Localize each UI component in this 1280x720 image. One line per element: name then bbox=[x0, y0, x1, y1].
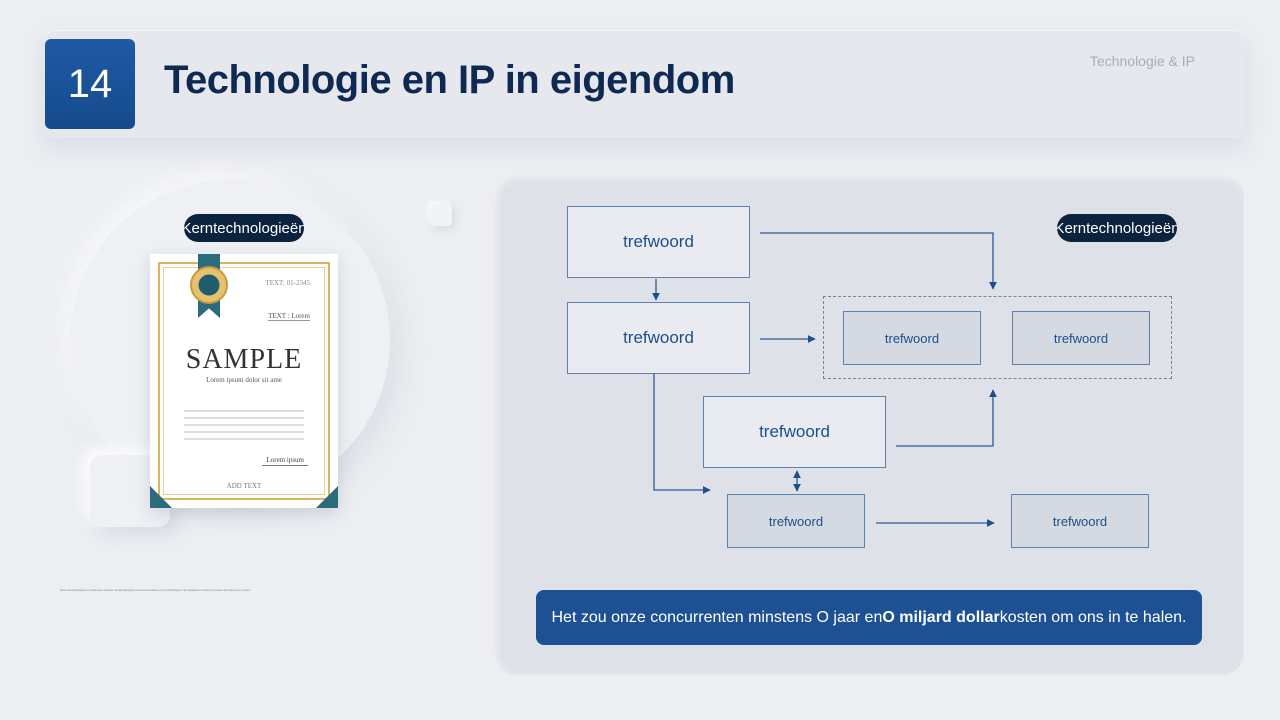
dashed-group-box bbox=[823, 296, 1172, 379]
certificate-sample-sub: Lorem ipsum dolor sit ame bbox=[206, 376, 282, 384]
decorative-square-small bbox=[430, 204, 452, 226]
certificate-text-sub: TEXT : Lorem bbox=[268, 312, 310, 321]
core-tech-pill-right: Kerntechnologieën bbox=[1057, 214, 1177, 242]
page-title: Technologie en IP in eigendom bbox=[164, 58, 735, 102]
keyword-box-1: trefwoord bbox=[567, 206, 750, 278]
slide-number: 14 bbox=[45, 39, 135, 129]
keyword-box-2: trefwoord bbox=[567, 302, 750, 374]
certificate-body-lines bbox=[184, 410, 304, 445]
banner-text-part1: Het zou onze concurrenten minstens O jaa… bbox=[551, 608, 883, 626]
banner-text-part2: kosten om ons in te halen. bbox=[999, 608, 1187, 626]
certificate-corner-right bbox=[316, 486, 338, 508]
tiny-caption: Bestuurde technologieën en intellectueel… bbox=[60, 589, 251, 592]
certificate-corner-left bbox=[150, 486, 172, 508]
summary-banner: Het zou onze concurrenten minstens O jaa… bbox=[536, 590, 1202, 645]
keyword-box-7: trefwoord bbox=[727, 494, 865, 548]
certificate-text-top: TEXT: 01-2345 bbox=[265, 279, 310, 287]
certificate-add-text: ADD TEXT bbox=[226, 482, 262, 490]
certificate-frame bbox=[158, 262, 330, 500]
seal-icon bbox=[190, 266, 228, 304]
certificate-signature: Lorem ipsum bbox=[262, 456, 308, 466]
core-tech-pill-left: Kerntechnologieën bbox=[184, 214, 304, 242]
certificate-image: TEXT: 01-2345 TEXT : Lorem SAMPLE Lorem … bbox=[150, 254, 338, 508]
header-bar bbox=[45, 30, 1245, 138]
certificate-sample: SAMPLE bbox=[185, 344, 303, 375]
section-tag: Technologie & IP bbox=[1089, 53, 1195, 69]
certificate-frame-inner bbox=[163, 267, 325, 495]
keyword-box-5: trefwoord bbox=[703, 396, 886, 468]
keyword-box-8: trefwoord bbox=[1011, 494, 1149, 548]
keyword-box-4: trefwoord bbox=[1012, 311, 1150, 365]
keyword-box-3: trefwoord bbox=[843, 311, 981, 365]
banner-text-bold: O miljard dollar bbox=[882, 608, 1000, 626]
